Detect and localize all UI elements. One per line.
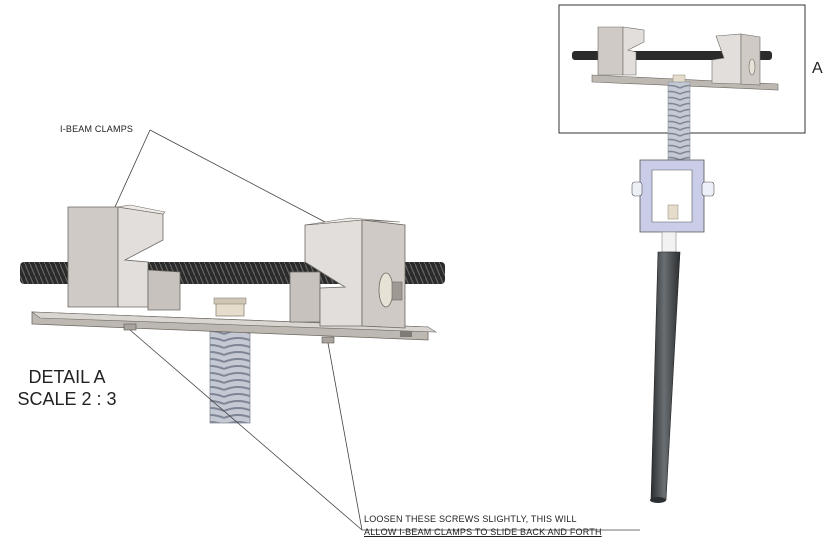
note-line-1: LOOSEN THESE SCREWS SLIGHTLY, THIS WILL	[364, 514, 577, 524]
support-tube	[650, 251, 681, 501]
detail-title: DETAIL A	[28, 367, 106, 387]
spring	[209, 324, 251, 424]
leader-line	[149, 129, 326, 223]
insulator	[661, 231, 677, 253]
detail-title-block: DETAIL A SCALE 2 : 3	[12, 366, 122, 410]
full-assembly-view	[558, 4, 806, 503]
note-line-2: ALLOW I-BEAM CLAMPS TO SLIDE BACK AND FO…	[364, 527, 602, 537]
clamps-label: I-BEAM CLAMPS	[60, 124, 134, 134]
nut	[391, 281, 403, 301]
left-i-beam-clamp	[67, 204, 181, 311]
bracket	[631, 159, 715, 233]
detail-scale: SCALE 2 : 3	[17, 389, 117, 409]
leader-line	[129, 329, 363, 531]
leader-line	[327, 342, 363, 531]
screw-left	[123, 323, 137, 331]
detail-view-letter: A	[812, 60, 823, 77]
detail-a-view	[20, 129, 640, 531]
assembly-spring	[667, 81, 691, 163]
right-i-beam-clamp	[289, 217, 406, 329]
leader-line	[114, 129, 151, 208]
screw-right	[321, 336, 335, 344]
washer	[378, 272, 394, 308]
